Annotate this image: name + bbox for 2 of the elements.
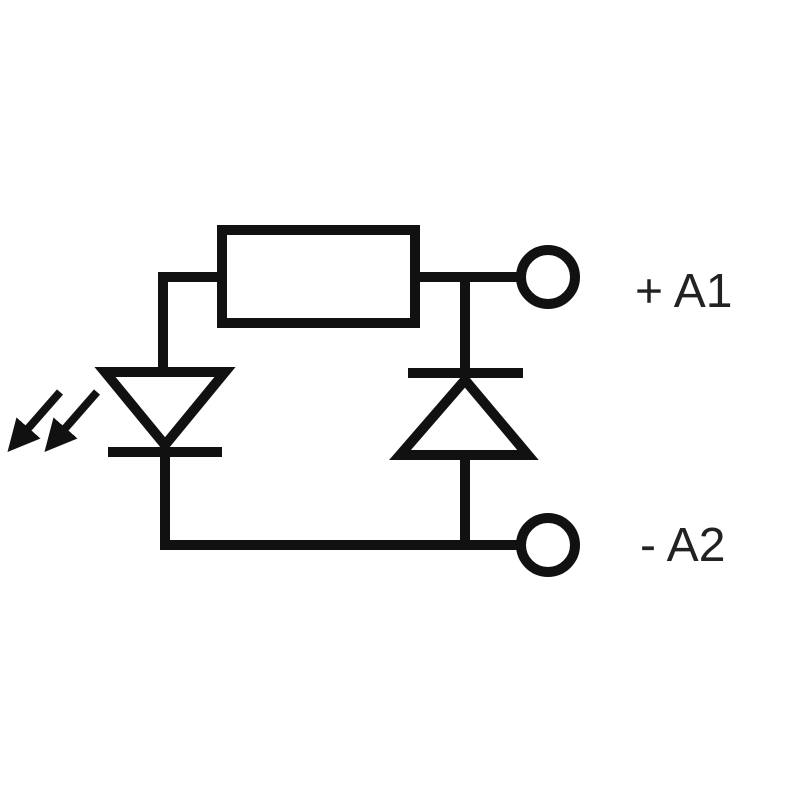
terminal-label: + A1 xyxy=(635,268,732,316)
terminal-label: - A2 xyxy=(640,522,726,570)
